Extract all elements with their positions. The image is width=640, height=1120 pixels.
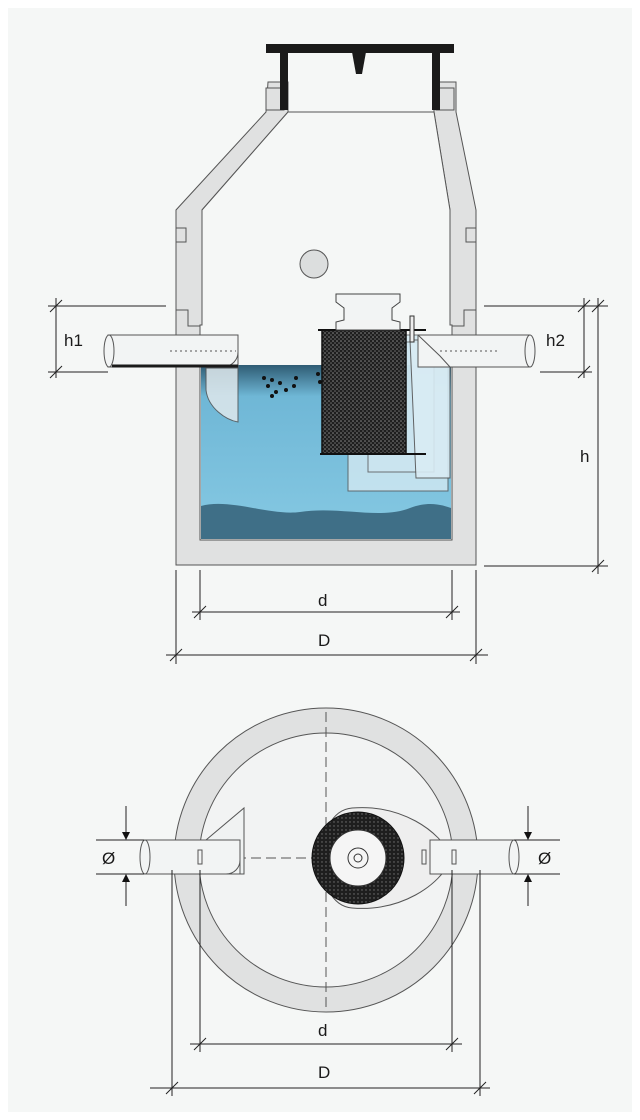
sludge-layer (201, 503, 451, 539)
coalescing-filter (321, 329, 407, 455)
label-d-section: d (318, 591, 327, 610)
outlet-pipe (417, 334, 536, 368)
label-d-plan: d (318, 1021, 327, 1040)
dimension-h2: h2 (484, 298, 608, 379)
dimension-h1: h1 (48, 298, 166, 379)
manhole-cover (266, 44, 454, 110)
label-h2: h2 (546, 331, 565, 350)
shell-joint-right-upper (465, 227, 476, 243)
outlet-pipe-plan (421, 839, 520, 875)
shell-joint-left-upper (176, 227, 187, 243)
label-h1: h1 (64, 331, 83, 350)
inlet-baffle (205, 367, 239, 423)
plan-view: Ø Ø d D (96, 707, 560, 1096)
dimension-h: h (484, 298, 608, 574)
dimension-diameter-right: Ø (514, 806, 560, 906)
label-h: h (580, 447, 589, 466)
section-view: h1 h2 h d (48, 44, 608, 664)
dimension-D-section: D (166, 570, 488, 664)
shell-joint-right-lower (452, 309, 476, 327)
label-D-plan: D (318, 1063, 330, 1082)
vent-hole (299, 249, 329, 279)
filter-rod (409, 315, 415, 343)
oil-droplets (262, 372, 322, 398)
dimension-d-plan: d (190, 870, 462, 1052)
dimension-d-section: d (192, 570, 460, 620)
label-diameter-right: Ø (538, 849, 551, 868)
label-diameter-left: Ø (102, 849, 115, 868)
filter-rod-center (353, 853, 363, 863)
shell-joint-left-lower (176, 309, 200, 327)
inlet-pipe-plan (139, 839, 241, 875)
filter-handle (335, 293, 401, 331)
dimension-diameter-left: Ø (96, 806, 144, 906)
label-D-section: D (318, 631, 330, 650)
dimension-D-plan: D (150, 870, 490, 1096)
